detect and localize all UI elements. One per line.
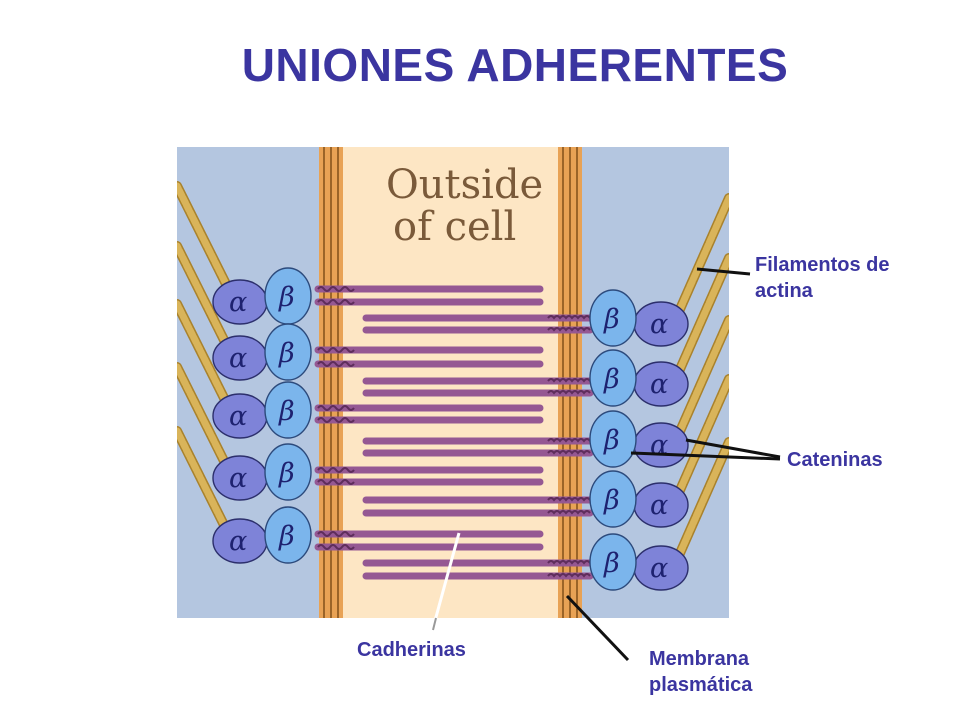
catenin-pointer-line-1 (685, 438, 781, 459)
outside-of-cell-label-line2: of cell (393, 204, 516, 250)
cadherin-wave-right-8 (547, 510, 591, 515)
cadherin-wave-right-5 (547, 438, 591, 443)
beta-symbol-right-5: β (603, 548, 620, 579)
cadherin-wave-left-5 (317, 405, 355, 411)
actin-filament-left-4 (177, 363, 236, 481)
actin-filament-left-1 (177, 182, 236, 300)
beta-catenin-left-3 (264, 381, 312, 439)
cadherin-wave-left-9 (317, 531, 355, 537)
actin-filament-right-5 (673, 438, 729, 564)
beta-symbol-left-1: β (278, 282, 295, 313)
cadherin-wave-left-2 (317, 299, 355, 305)
alpha-symbol-left-5: α (229, 526, 247, 557)
cadherin-wave-right-6 (547, 450, 591, 455)
cadherin-pointer-line (431, 532, 461, 629)
membrane-pointer-line (565, 594, 630, 662)
catenin-pointer-line-2 (630, 451, 781, 461)
cadherin-wave-left-3 (317, 347, 355, 353)
cadherin-wave-right-1 (547, 315, 591, 320)
cadherin-wave-right-9 (547, 560, 591, 565)
alpha-symbol-left-2: α (229, 343, 247, 374)
beta-catenin-left-5 (264, 506, 312, 564)
beta-catenin-left-4 (264, 443, 312, 501)
label-actin-filaments: Filamentos de actina (755, 254, 890, 302)
label-catenins: Cateninas (787, 449, 883, 471)
pointer-lines (431, 267, 781, 662)
cadherin-pointer-line-ext (432, 617, 437, 631)
actin-filament-left-2 (177, 242, 236, 360)
actin-filament-right-1 (673, 194, 729, 320)
label-plasma-membrane: Membrana plasmática (649, 648, 753, 696)
beta-catenin-right-2 (589, 349, 637, 407)
alpha-symbol-right-5: α (650, 553, 668, 584)
actin-filament-left-3 (177, 300, 236, 418)
beta-symbol-left-4: β (278, 458, 295, 489)
cadherin-wave-left-6 (317, 417, 355, 423)
cadherin-wave-left-7 (317, 467, 355, 473)
beta-symbol-right-4: β (603, 485, 620, 516)
alpha-symbol-right-3: α (650, 430, 668, 461)
alpha-symbol-left-3: α (229, 401, 247, 432)
beta-catenin-right-5 (589, 533, 637, 591)
beta-symbol-left-2: β (278, 338, 295, 369)
cadherin-wave-left-1 (317, 286, 355, 292)
cadherin-wave-right-7 (547, 497, 591, 502)
cadherin-strands (314, 285, 594, 580)
outside-of-cell-label: Outside (386, 162, 543, 208)
cadherin-wave-right-4 (547, 390, 591, 395)
actin-pointer-line (696, 267, 751, 276)
actin-filament-right-4 (673, 375, 729, 501)
beta-symbol-right-2: β (603, 364, 620, 395)
alpha-symbol-right-2: α (650, 369, 668, 400)
beta-symbol-left-3: β (278, 396, 295, 427)
beta-symbol-right-3: β (603, 425, 620, 456)
cadherin-wave-left-10 (317, 544, 355, 550)
cadherin-wave-right-10 (547, 573, 591, 578)
alpha-symbol-left-4: α (229, 463, 247, 494)
alpha-symbol-right-4: α (650, 490, 668, 521)
beta-symbol-right-1: β (603, 304, 620, 335)
actin-filament-right-3 (673, 316, 729, 442)
beta-catenin-right-4 (589, 470, 637, 528)
beta-catenin-right-3 (589, 410, 637, 468)
beta-catenin-right-1 (589, 289, 637, 347)
label-cadherins: Cadherinas (357, 639, 466, 661)
page-title: UNIONES ADHERENTES (241, 39, 789, 91)
cadherin-wave-left-4 (317, 361, 355, 367)
alpha-symbol-right-1: α (650, 309, 668, 340)
cadherin-wave-left-8 (317, 479, 355, 485)
cadherin-wave-right-3 (547, 378, 591, 383)
cadherin-wave-right-2 (547, 327, 591, 332)
beta-catenin-left-2 (264, 323, 312, 381)
beta-symbol-left-5: β (278, 521, 295, 552)
alpha-symbol-left-1: α (229, 287, 247, 318)
actin-filament-left-5 (177, 427, 236, 545)
actin-filament-right-2 (673, 254, 729, 380)
actin-filaments (177, 181, 729, 565)
